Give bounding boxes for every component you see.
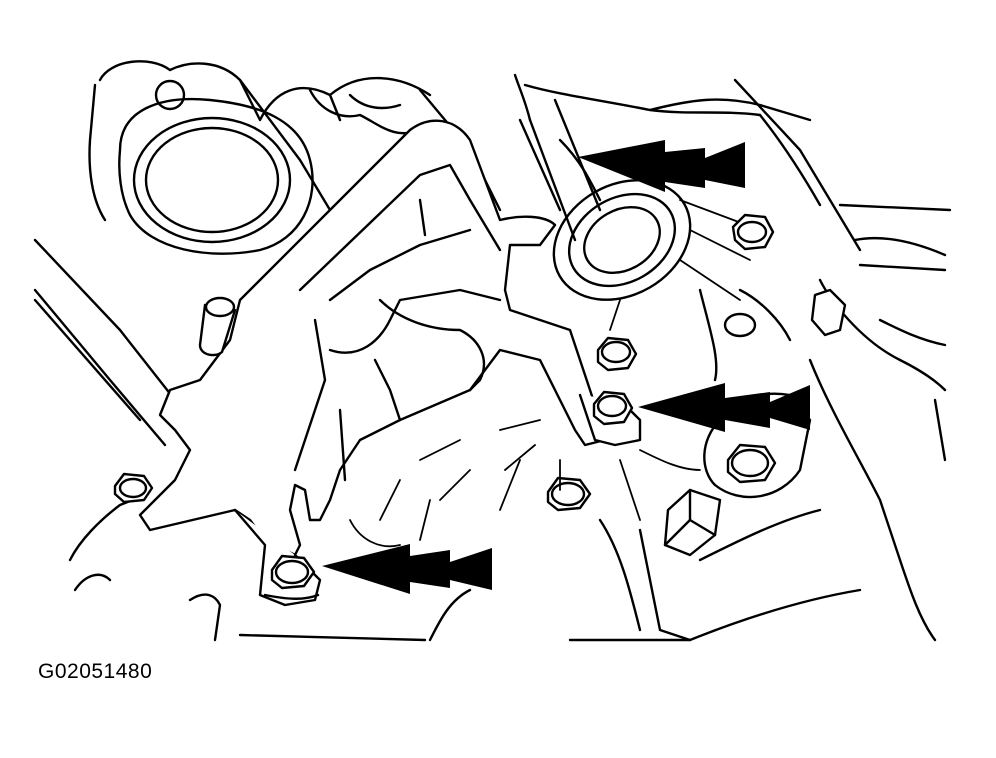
bolt-mid <box>596 336 638 372</box>
bolt-left <box>113 472 154 504</box>
mounting-bracket <box>138 119 642 607</box>
bolt-lower-indicated <box>270 554 316 590</box>
bolt-right-indicated <box>592 390 634 426</box>
square-plug <box>663 488 722 557</box>
arrow-top <box>578 140 745 192</box>
bolt-center-lower <box>546 476 592 512</box>
round-port <box>118 79 314 255</box>
figure-id-label: G02051480 <box>38 660 153 683</box>
small-washer <box>723 288 847 338</box>
engine-background-outlines <box>33 60 952 642</box>
bolt-lower-right <box>726 443 777 484</box>
radial-ribs <box>349 419 701 548</box>
shaft <box>518 98 761 331</box>
arrow-bottom <box>322 544 492 594</box>
arrow-middle <box>638 383 810 432</box>
bolt-top-right <box>731 213 775 251</box>
